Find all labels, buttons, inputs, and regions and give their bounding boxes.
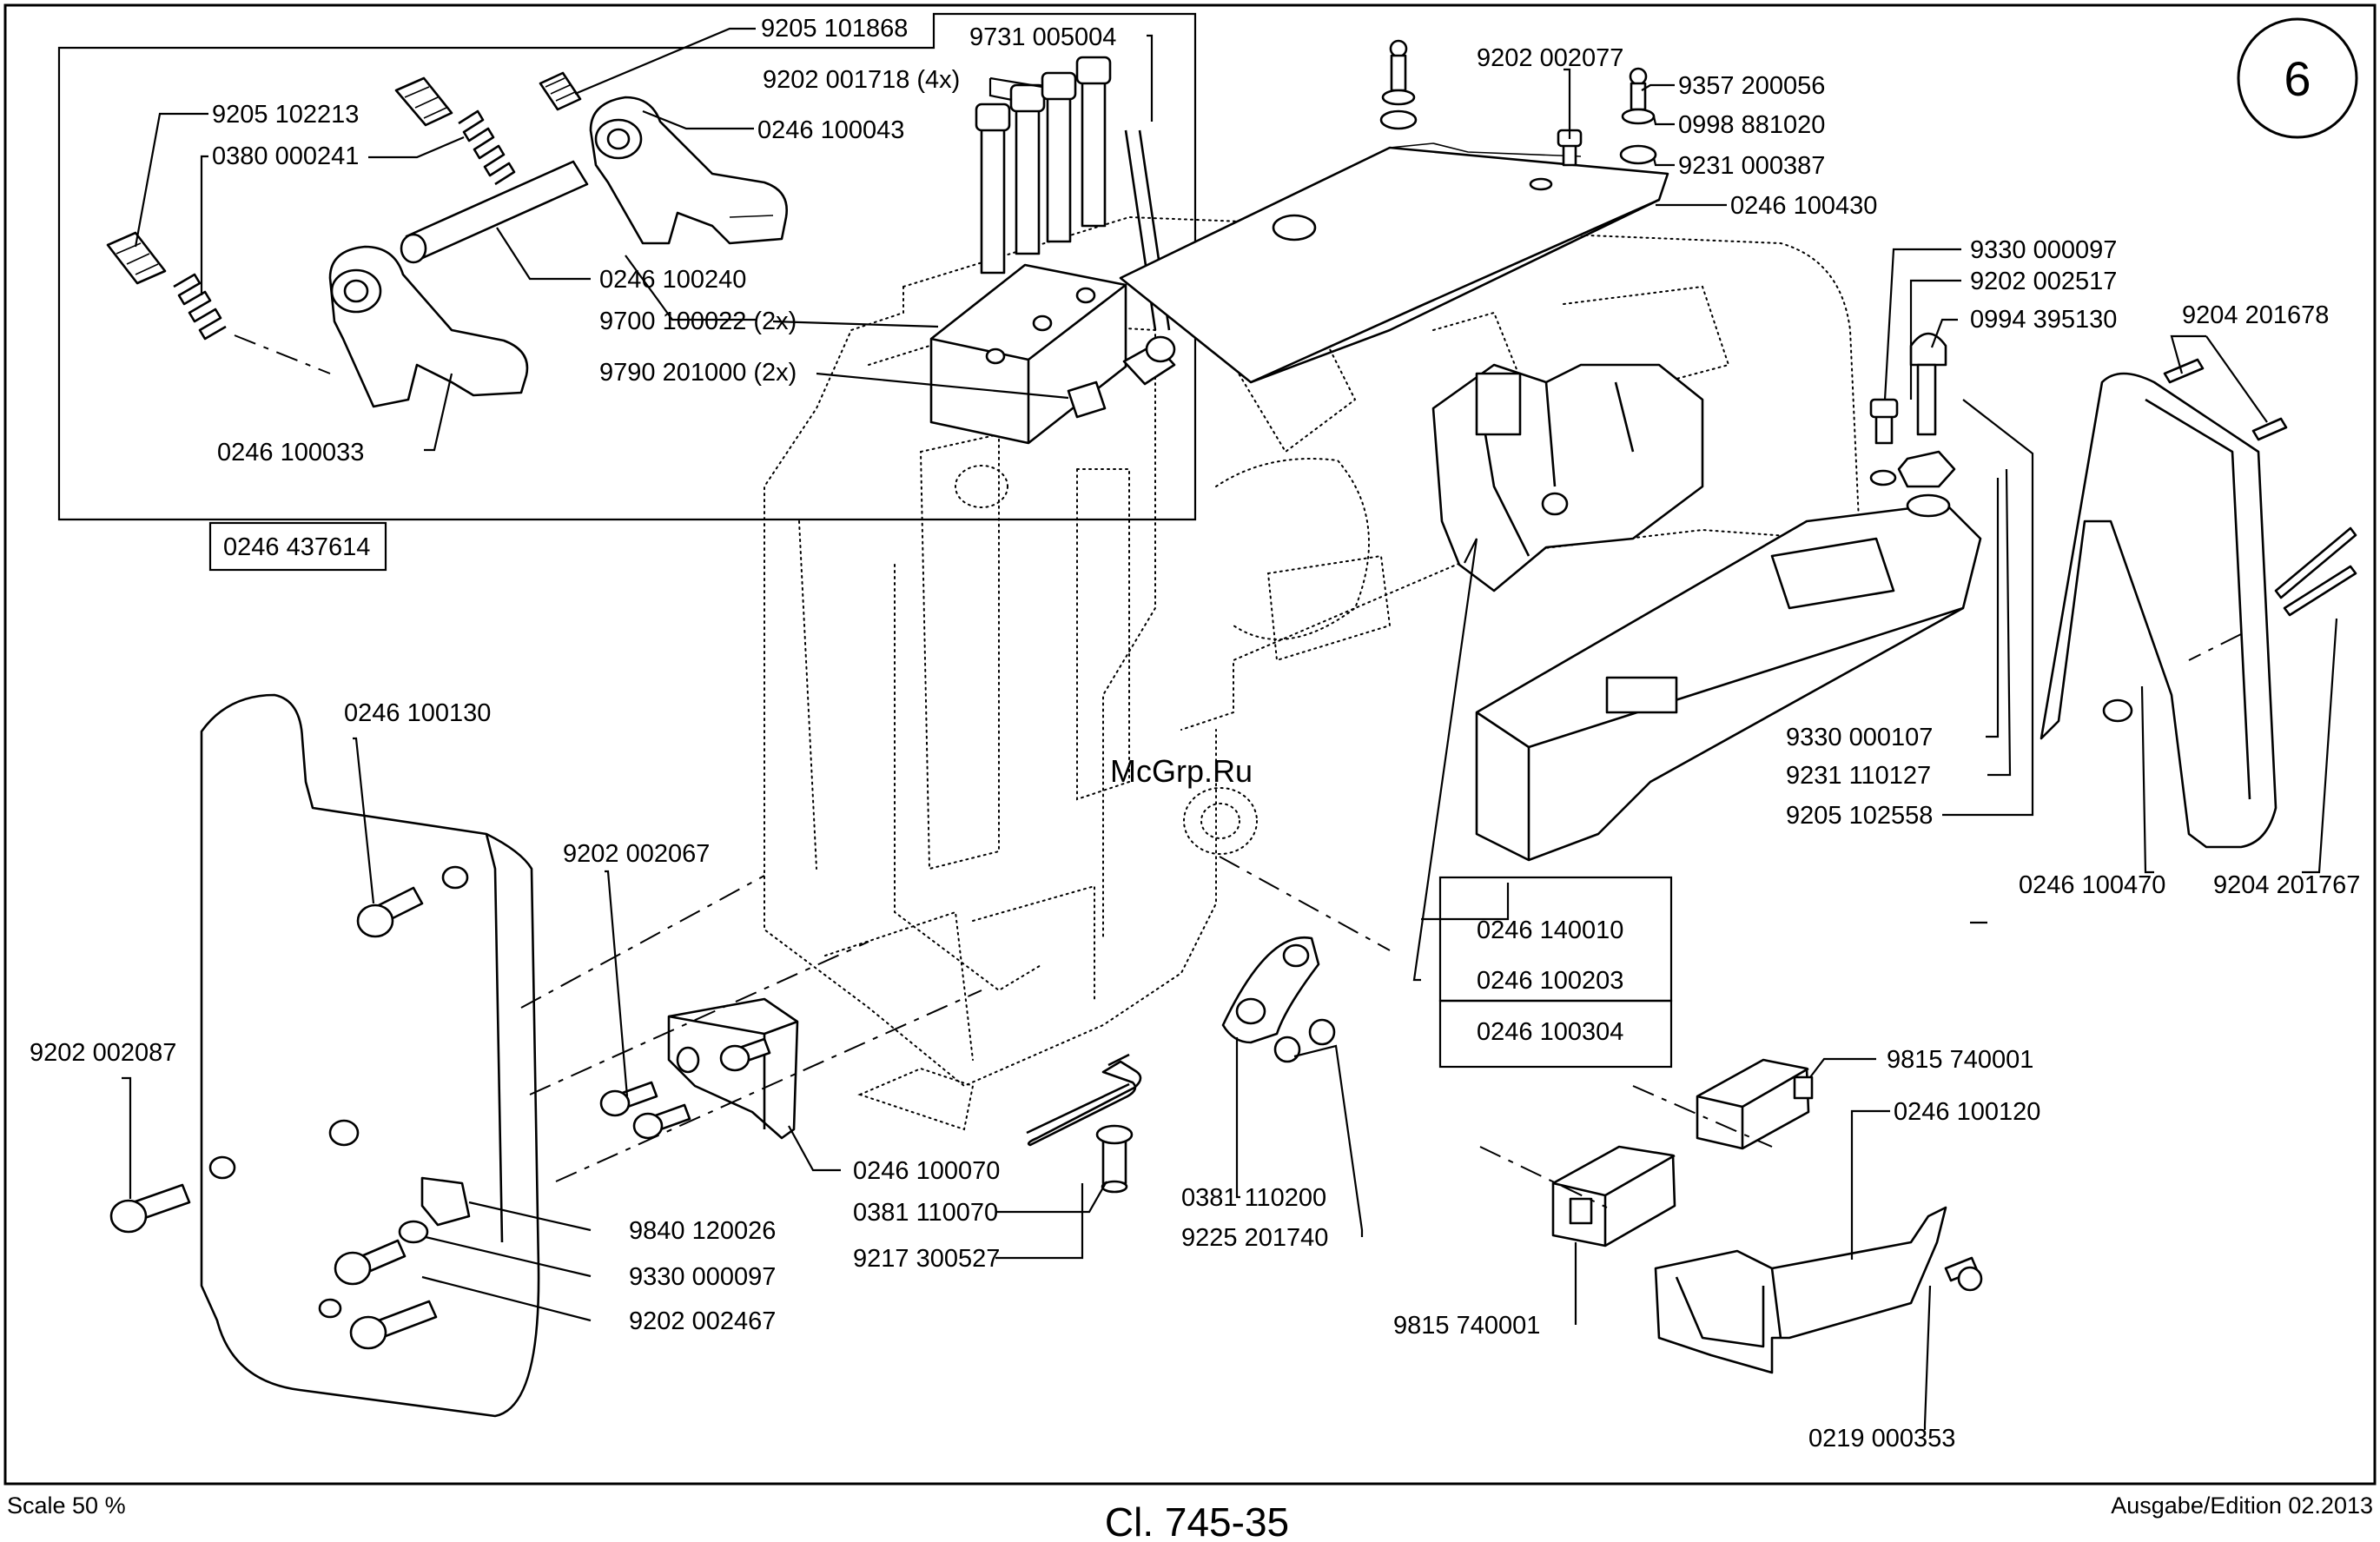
label-9840-120026: 9840 120026: [629, 1217, 776, 1245]
bed-plate: [1475, 502, 1982, 862]
label-0246-100304: 0246 100304: [1477, 1018, 1623, 1046]
guard-0246-100470: [2040, 372, 2278, 849]
label-9217-300527: 9217 300527: [853, 1245, 1000, 1273]
label-9330-000107: 9330 000107: [1786, 724, 1933, 751]
pin-9205-102213-upper: [394, 76, 453, 127]
fittings-9790-201000: [1067, 335, 1176, 419]
label-0246-100203: 0246 100203: [1477, 967, 1623, 995]
label-0381-110070: 0381 110070: [853, 1199, 998, 1227]
label-0381-110200: 0381 110200: [1181, 1184, 1326, 1212]
label-9225-201740: 9225 201740: [1181, 1224, 1328, 1252]
label-0219-000353: 0219 000353: [1808, 1425, 1955, 1453]
screw-9202-002087: [109, 1183, 191, 1234]
label-0246-100470: 0246 100470: [2019, 871, 2165, 899]
assembly-axes: [520, 633, 2242, 1208]
sheet-number-badge: 6: [2237, 17, 2358, 139]
scale-text: Scale 50 %: [7, 1492, 126, 1519]
label-9231-000387: 9231 000387: [1678, 152, 1825, 180]
edition-text: Ausgabe/Edition 02.2013: [2111, 1492, 2373, 1519]
label-9357-200056: 9357 200056: [1678, 72, 1825, 100]
stud-left-cover: [1379, 39, 1418, 130]
leader-lines: [122, 27, 2338, 1430]
label-0246-100130: 0246 100130: [344, 699, 491, 727]
lever-0246-100043: [589, 96, 789, 245]
lever-0246-100033: [328, 245, 529, 408]
label-0246-100043: 0246 100043: [757, 116, 904, 144]
spring-0380-000241-lower: [173, 273, 227, 341]
label-0246-100033: 0246 100033: [217, 439, 364, 467]
part-labels: 9205 101868 9731 005004 9202 001718 (4x)…: [30, 15, 2360, 1453]
screw-9217-300527: [1095, 1124, 1134, 1194]
label-9205-102558: 9205 102558: [1786, 802, 1933, 830]
side-cover-0246-100130: [200, 693, 540, 1418]
label-9204-201678: 9204 201678: [2182, 301, 2329, 329]
screw-cover-upper: [356, 886, 424, 938]
screws-9202-002467: [334, 1239, 438, 1350]
label-9330-000097-lower: 9330 000097: [629, 1263, 776, 1291]
label-9205-102213: 9205 102213: [212, 101, 359, 129]
label-9330-000097-upper: 9330 000097: [1970, 236, 2117, 264]
model-text: Cl. 745-35: [1105, 1499, 1289, 1542]
label-9202-002467: 9202 002467: [629, 1307, 776, 1335]
assembly-axis: [234, 334, 331, 374]
label-9815-740001-upper: 9815 740001: [1887, 1046, 2033, 1074]
assembly-box-0246-100304: [1438, 876, 1673, 1069]
label-9202-001718: 9202 001718 (4x): [763, 66, 960, 94]
pin-9205-101868: [539, 71, 582, 111]
label-9202-002517: 9202 002517: [1970, 268, 2117, 295]
bolts-9202-001718: [975, 56, 1112, 275]
clip-9840-120026: [398, 1176, 471, 1244]
fastener-stack-right: [1869, 332, 1956, 518]
cover-plate-0246-100430: [1119, 142, 1669, 384]
label-0246-100240: 0246 100240: [599, 266, 746, 294]
label-0380-000241: 0380 000241: [212, 142, 359, 170]
label-9202-002087: 9202 002087: [30, 1039, 176, 1067]
label-9700-100022: 9700 100022 (2x): [599, 308, 797, 335]
valve-block-9700-100022: [929, 263, 1127, 445]
spring-0380-000241-upper: [458, 109, 516, 186]
holder-0246-100120: [1654, 1206, 1947, 1374]
screws-9204-201767: [2274, 526, 2357, 617]
label-0246-437614: 0246 437614: [223, 533, 370, 561]
label-0246-100070: 0246 100070: [853, 1157, 1000, 1185]
label-0994-395130: 0994 395130: [1970, 306, 2117, 334]
label-9202-002077: 9202 002077: [1477, 44, 1623, 72]
watermark: McGrp.Ru: [1110, 753, 1253, 789]
screws-9202-002067: [599, 1037, 771, 1140]
stud-9357-200056: [1619, 67, 1657, 165]
assembly-box-0246-437614: [57, 12, 1197, 572]
screws-9204-201678: [2163, 358, 2288, 441]
label-9815-740001-lower: 9815 740001: [1393, 1312, 1540, 1340]
label-0998-881020: 0998 881020: [1678, 111, 1825, 139]
plate-0381-110200: [1221, 936, 1320, 1044]
label-9202-002067: 9202 002067: [563, 840, 710, 868]
label-9204-201767: 9204 201767: [2213, 871, 2360, 899]
pin-9205-102213-lower: [106, 231, 167, 285]
label-0246-140010: 0246 140010: [1477, 917, 1623, 944]
link-0381-110070: [1026, 1053, 1142, 1147]
sheet-number: 6: [2284, 51, 2311, 106]
label-9231-110127: 9231 110127: [1786, 762, 1931, 790]
label-9790-201000: 9790 201000 (2x): [599, 359, 797, 387]
sensor-9815-740001-lower: [1551, 1145, 1676, 1247]
footer: Scale 50 % Cl. 745-35 Ausgabe/Edition 02…: [7, 1492, 2373, 1542]
screws-9225-201740: [1273, 1018, 1336, 1063]
screw-0219-000353: [1944, 1256, 1983, 1292]
sensor-9815-740001-upper: [1696, 1058, 1814, 1150]
label-0246-100120: 0246 100120: [1894, 1098, 2040, 1126]
label-9205-101868: 9205 101868: [761, 15, 908, 43]
label-0246-100430: 0246 100430: [1730, 192, 1877, 220]
label-9731-005004: 9731 005004: [969, 23, 1116, 51]
shaft-0246-100240: [400, 160, 589, 264]
drawing-frame: [3, 3, 2377, 1486]
arm-casting: [1431, 363, 1704, 592]
